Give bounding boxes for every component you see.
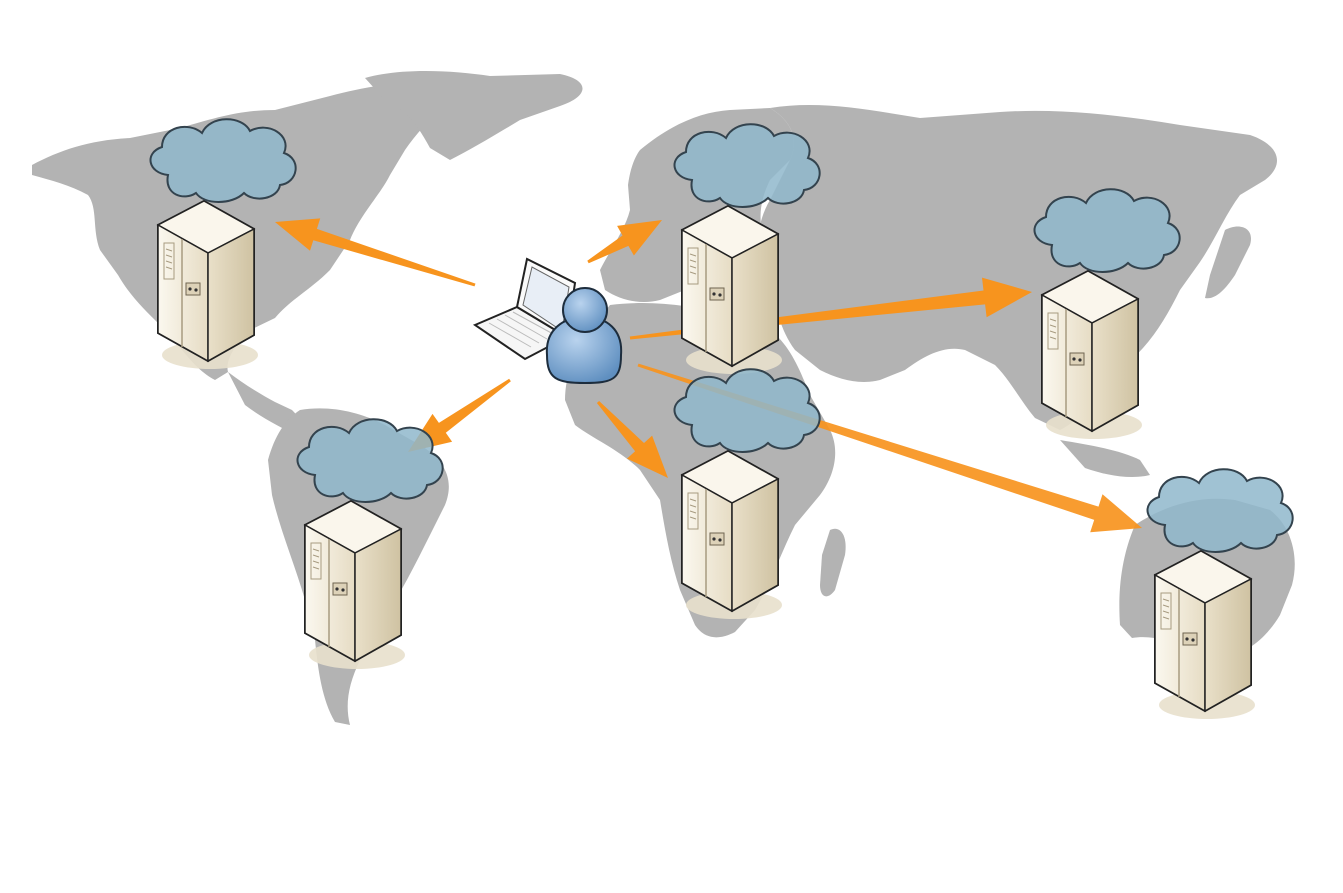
- arrow-to-europe: [587, 220, 662, 264]
- client-layer: [472, 257, 623, 385]
- japan-landmass: [1205, 226, 1251, 299]
- user-icon: [545, 287, 623, 385]
- indonesia-landmass: [1060, 440, 1150, 478]
- arrow-to-north-america: [275, 218, 476, 287]
- asia-landmass: [757, 105, 1277, 431]
- laptop-icon: [472, 257, 577, 361]
- arrow-to-africa: [596, 401, 668, 478]
- greenland-landmass: [365, 71, 583, 160]
- arrow-to-south-america: [408, 378, 511, 452]
- madagascar-landmass: [820, 528, 846, 597]
